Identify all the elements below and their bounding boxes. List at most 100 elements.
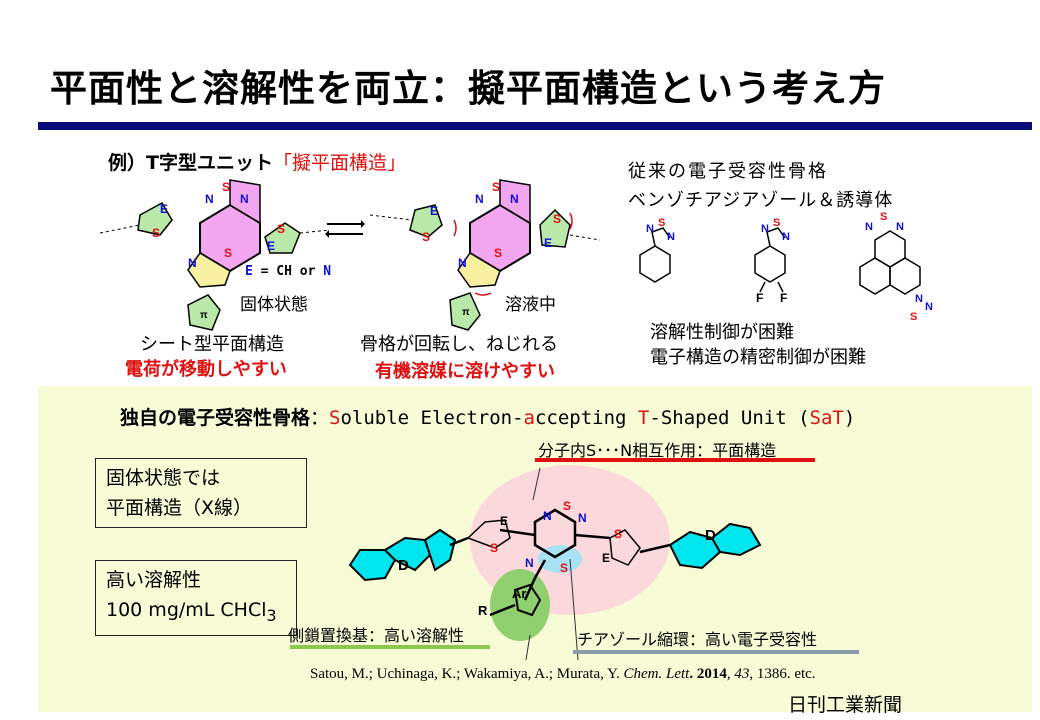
- svg-text:N: N: [646, 223, 654, 235]
- svg-text:N: N: [525, 556, 534, 570]
- example-label: 例）T字型ユニット: [108, 152, 273, 174]
- ref-journal: Chem. Lett: [623, 666, 690, 682]
- conventional-line1: 従来の電子受容性骨格: [628, 161, 828, 182]
- r-group-label: R: [478, 603, 488, 618]
- svg-text:N: N: [782, 231, 790, 243]
- svg-text:E: E: [160, 202, 168, 216]
- source-credit: 日刊工業新聞: [788, 694, 903, 716]
- svg-text:S: S: [658, 217, 665, 229]
- legend-n: N: [323, 264, 332, 279]
- svg-text:N: N: [543, 509, 552, 523]
- svg-text:N: N: [475, 192, 484, 206]
- sat-abbr: SaT: [809, 407, 844, 429]
- svg-text:N: N: [240, 192, 249, 206]
- box1-line2: 平面構造（X線）: [106, 497, 253, 519]
- callout-right: チアゾール縮環：高い電子受容性: [577, 630, 818, 649]
- svg-text:S: S: [910, 311, 917, 323]
- svg-text:S: S: [553, 212, 561, 226]
- sat-colon: ：: [310, 407, 330, 429]
- svg-text:E: E: [430, 204, 438, 218]
- svg-text:N: N: [761, 223, 769, 235]
- svg-text:N: N: [896, 221, 904, 233]
- right-caption: 骨格が回転し、ねじれる: [360, 334, 558, 355]
- fluorine-atom-right: F: [780, 291, 787, 305]
- example-heading: 例）T字型ユニット「擬平面構造」: [108, 148, 406, 175]
- sat-p6: -Shaped Unit (: [649, 407, 810, 429]
- svg-text:E: E: [602, 551, 610, 565]
- planar-molecule-diagram: NSN ES SE NS π: [100, 179, 330, 331]
- svg-text:N: N: [865, 221, 873, 233]
- svg-text:S: S: [422, 230, 430, 244]
- equilibrium-arrows-icon: [325, 220, 365, 238]
- reference: Satou, M.; Uchinaga, K.; Wakamiya, A.; M…: [310, 666, 816, 683]
- sat-t: T: [637, 407, 650, 429]
- box2-line2: 100 mg/mL CHCl3: [106, 595, 286, 631]
- box2-line1: 高い溶解性: [106, 569, 202, 591]
- example-highlight: 「擬平面構造」: [272, 152, 406, 174]
- svg-text:π: π: [200, 310, 208, 321]
- svg-text:N: N: [578, 511, 587, 525]
- svg-text:N: N: [510, 192, 519, 206]
- e-legend: E = CH or N: [245, 264, 331, 279]
- sat-a: a: [523, 407, 535, 429]
- sat-p4: ccepting: [534, 407, 638, 429]
- sat-p8: ): [843, 407, 856, 429]
- sat-p2: oluble Electron-: [340, 407, 524, 429]
- conventional-note1: 溶解性制御が困難: [650, 322, 794, 343]
- svg-text:S: S: [494, 246, 502, 260]
- title-rule: [38, 122, 1032, 130]
- callout-left: 側鎖置換基：高い溶解性: [288, 626, 465, 645]
- box1-line1: 固体状態では: [106, 467, 221, 489]
- svg-text:S: S: [222, 180, 230, 194]
- solution-label: 溶液中: [505, 295, 556, 315]
- svg-text:S: S: [224, 246, 232, 260]
- svg-text:E: E: [267, 239, 275, 253]
- sat-heading: 独自の電子受容性骨格：Soluble Electron-accepting T-…: [120, 403, 855, 430]
- conventional-note2: 電子構造の精密制御が困難: [650, 347, 866, 368]
- svg-text:S: S: [560, 561, 568, 575]
- svg-text:S: S: [492, 180, 500, 194]
- twisted-molecule-diagram: NSN ES SE NS π: [370, 179, 600, 331]
- fluorine-atom-left: F: [756, 291, 763, 305]
- svg-text:S: S: [614, 527, 622, 541]
- donor-label-left: D: [398, 557, 409, 574]
- legend-e: E: [245, 264, 253, 279]
- svg-text:N: N: [188, 256, 197, 270]
- svg-text:N: N: [667, 231, 675, 243]
- svg-text:N: N: [458, 256, 467, 270]
- legend-mid: = CH or: [252, 264, 324, 279]
- slide-title: 平面性と溶解性を両立：擬平面構造という考え方: [50, 67, 886, 110]
- sat-s: S: [329, 407, 341, 429]
- callout-left-underline: [290, 645, 490, 649]
- svg-text:S: S: [880, 211, 887, 223]
- svg-text:S: S: [563, 499, 571, 513]
- svg-text:N: N: [915, 293, 923, 305]
- solubility-box: 高い溶解性 100 mg/mL CHCl3: [95, 560, 297, 636]
- ref-year: . 2014: [689, 666, 727, 682]
- left-caption: シート型平面構造: [140, 334, 284, 355]
- svg-text:π: π: [462, 307, 470, 318]
- svg-text:S: S: [490, 541, 498, 555]
- solubility-subscript: 3: [266, 605, 277, 625]
- ref-authors: Satou, M.; Uchinaga, K.; Wakamiya, A.; M…: [310, 666, 624, 682]
- callout-top: 分子内S･･･N相互作用：平面構造: [538, 441, 777, 460]
- solid-state-label: 固体状態: [240, 295, 308, 315]
- svg-text:N: N: [205, 192, 214, 206]
- left-red-caption: 電荷が移動しやすい: [125, 359, 287, 380]
- svg-text:S: S: [152, 226, 160, 240]
- right-red-caption: 有機溶媒に溶けやすい: [375, 361, 555, 382]
- conventional-line2: ベンゾチアジアゾール＆誘導体: [628, 190, 894, 211]
- svg-text:E: E: [500, 514, 508, 528]
- ref-pages: , 1386. etc.: [749, 666, 816, 682]
- sat-heading-jp: 独自の電子受容性骨格: [120, 407, 311, 429]
- svg-text:E: E: [544, 236, 552, 250]
- aryl-label: Ar: [512, 586, 526, 601]
- callout-top-underline: [535, 458, 815, 462]
- donor-label-right: D: [705, 527, 716, 544]
- solid-state-box: 固体状態では平面構造（X線）: [95, 458, 307, 528]
- ref-volume: , 43: [726, 666, 750, 682]
- svg-text:S: S: [277, 222, 285, 236]
- callout-right-underline: [573, 650, 859, 654]
